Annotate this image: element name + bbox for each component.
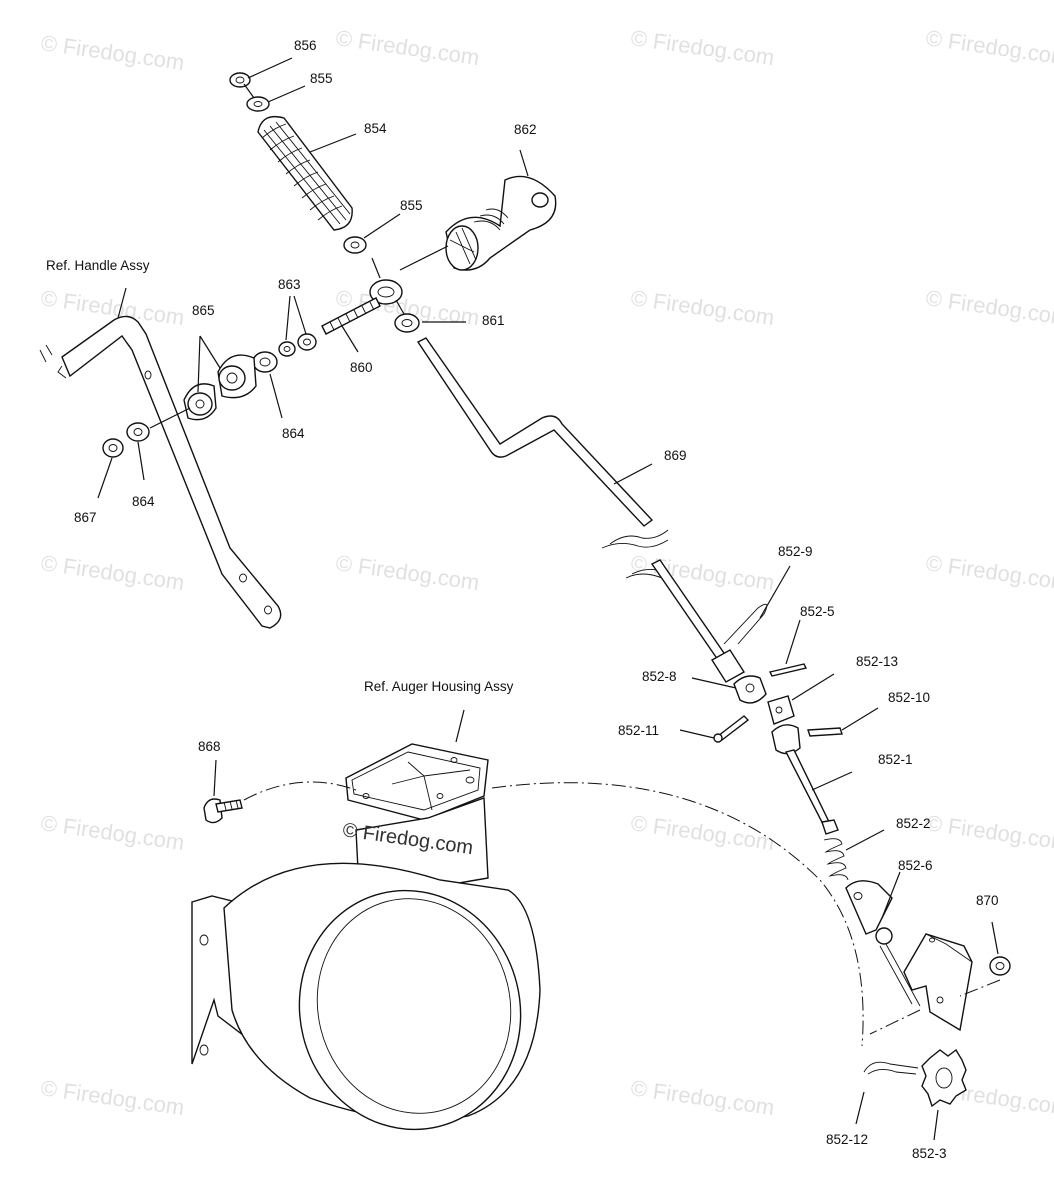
watermark: © Firedog.com bbox=[924, 810, 1054, 855]
label-852-11: 852-11 bbox=[618, 723, 659, 738]
label-854: 854 bbox=[364, 121, 387, 136]
part-860-eye-bolt bbox=[321, 279, 403, 335]
watermark: © Firedog.com bbox=[629, 810, 776, 855]
label-867: 867 bbox=[74, 510, 97, 525]
part-852-13-block bbox=[767, 695, 795, 725]
label-864-top: 864 bbox=[282, 426, 305, 441]
part-861-washer bbox=[394, 313, 420, 333]
watermark: © Firedog.com bbox=[334, 550, 481, 595]
watermark: © Firedog.com bbox=[629, 285, 776, 330]
part-863-nuts bbox=[278, 333, 317, 357]
assembly-line bbox=[395, 299, 405, 315]
watermark: © Firedog.com bbox=[39, 1075, 186, 1120]
label-852-8: 852-8 bbox=[642, 669, 677, 684]
part-852-11-screw bbox=[713, 715, 750, 743]
label-852-1: 852-1 bbox=[878, 752, 913, 767]
label-861: 861 bbox=[482, 313, 505, 328]
label-856: 856 bbox=[294, 38, 317, 53]
watermark: © Firedog.com bbox=[924, 25, 1054, 70]
watermark: © Firedog.com bbox=[629, 550, 776, 595]
label-852-5: 852-5 bbox=[800, 604, 835, 619]
label-865: 865 bbox=[192, 303, 215, 318]
handle-assembly bbox=[39, 315, 282, 629]
label-852-10: 852-10 bbox=[888, 690, 930, 705]
label-868: 868 bbox=[198, 739, 221, 754]
part-868-carriage-bolt bbox=[203, 798, 243, 824]
assembly-path-nut bbox=[959, 979, 1001, 997]
part-870-mount-bracket bbox=[903, 933, 973, 1032]
part-852-2-spring bbox=[823, 838, 849, 881]
part-852-5-pin bbox=[768, 663, 808, 677]
label-852-13: 852-13 bbox=[856, 654, 898, 669]
part-865-pivot bbox=[183, 354, 257, 421]
part-852-6-bracket bbox=[845, 880, 921, 1007]
leader-lines bbox=[97, 57, 999, 1141]
label-852-2: 852-2 bbox=[896, 816, 931, 831]
label-852-3: 852-3 bbox=[912, 1146, 947, 1161]
part-856-nut bbox=[229, 72, 251, 88]
label-860: 860 bbox=[350, 360, 373, 375]
watermark: © Firedog.com bbox=[39, 550, 186, 595]
assembly-line bbox=[243, 83, 255, 99]
assembly-line bbox=[399, 245, 449, 271]
part-864-washer-bottom bbox=[126, 422, 150, 442]
part-852-1-rod bbox=[771, 724, 839, 835]
label-855-top: 855 bbox=[310, 71, 333, 86]
label-870: 870 bbox=[976, 893, 999, 908]
bolt-line bbox=[149, 407, 191, 429]
ref-handle-label: Ref. Handle Assy bbox=[46, 258, 150, 273]
label-852-6: 852-6 bbox=[898, 858, 933, 873]
assembly-path-868 bbox=[243, 781, 357, 801]
watermark: © Firedog.com bbox=[629, 1075, 776, 1120]
part-852-3-gear bbox=[921, 1048, 967, 1108]
part-862-knob bbox=[445, 175, 557, 271]
part-852-9-cotter-pin bbox=[723, 603, 768, 645]
ref-auger-label: Ref. Auger Housing Assy bbox=[364, 679, 514, 694]
watermark: © Firedog.com bbox=[39, 30, 186, 75]
part-852-8-clevis bbox=[733, 675, 767, 704]
watermark: © Firedog.com bbox=[924, 550, 1054, 595]
label-862: 862 bbox=[514, 122, 537, 137]
watermark: © Firedog.com bbox=[39, 810, 186, 855]
assembly-path-clip bbox=[869, 1009, 921, 1035]
label-864-bottom: 864 bbox=[132, 494, 155, 509]
label-855-mid: 855 bbox=[400, 198, 423, 213]
watermark: © Firedog.com bbox=[334, 25, 481, 70]
part-854-grip bbox=[257, 115, 353, 231]
assembly-line bbox=[371, 257, 381, 279]
label-863: 863 bbox=[278, 277, 301, 292]
part-869-crank-rod bbox=[416, 337, 745, 683]
part-855-washer-top bbox=[246, 96, 270, 112]
part-labels: Ref. Handle Assy Ref. Auger Housing Assy… bbox=[46, 38, 999, 1161]
part-855-washer-mid bbox=[343, 236, 367, 254]
part-867-nut bbox=[102, 438, 124, 458]
auger-housing-assembly bbox=[191, 743, 541, 1131]
label-852-12: 852-12 bbox=[826, 1132, 868, 1147]
part-852-12-clip bbox=[863, 1061, 919, 1075]
part-870-nut bbox=[989, 956, 1011, 976]
part-864-washer-top bbox=[252, 351, 278, 373]
watermark: © Firedog.com bbox=[629, 25, 776, 70]
part-852-10-pin bbox=[807, 727, 843, 737]
label-869: 869 bbox=[664, 448, 687, 463]
label-852-9: 852-9 bbox=[778, 544, 813, 559]
watermark: © Firedog.com bbox=[924, 285, 1054, 330]
assembly-path-arc bbox=[491, 782, 864, 1047]
